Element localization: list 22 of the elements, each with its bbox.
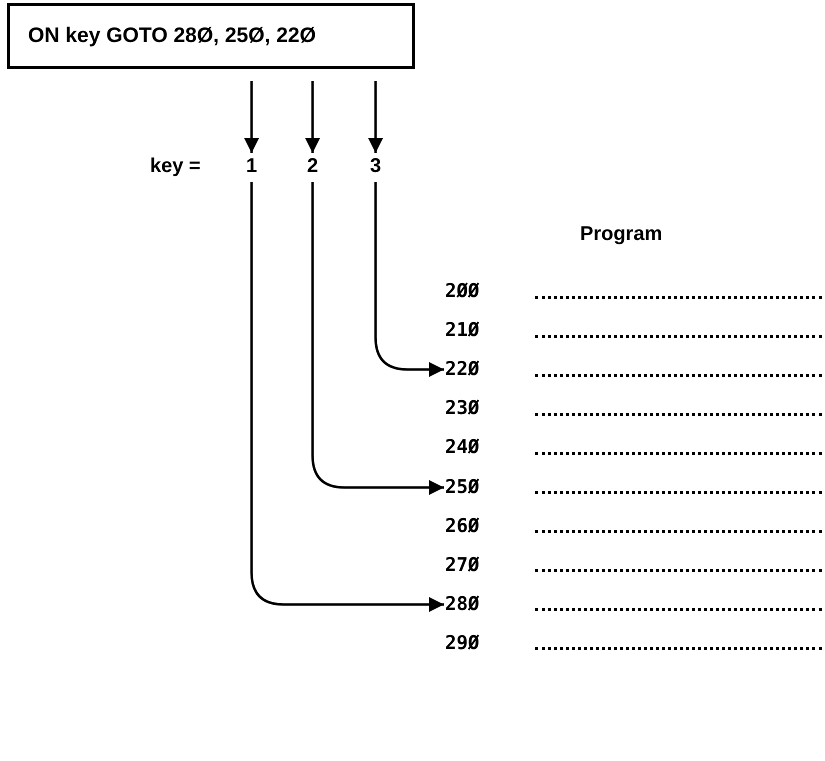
line-number: 28Ø (445, 595, 480, 614)
line-number: 27Ø (445, 556, 480, 575)
heading: Program (580, 224, 662, 244)
statement-box: ON key GOTO 28Ø, 25Ø, 22Ø (7, 3, 415, 69)
arrow (374, 182, 444, 377)
variable-label: key = (150, 156, 201, 176)
arrow (311, 182, 444, 495)
line-number: 25Ø (445, 478, 480, 497)
arrow (244, 81, 260, 153)
line-number: 22Ø (445, 360, 480, 379)
line-number: 24Ø (445, 438, 480, 457)
arrow (368, 81, 384, 153)
key-value: 2 (307, 156, 318, 176)
line-number: 29Ø (445, 634, 480, 653)
line-number: 23Ø (445, 399, 480, 418)
key-value: 3 (370, 156, 382, 176)
arrow (250, 182, 444, 612)
line-number: 21Ø (445, 321, 480, 340)
line-number: 26Ø (445, 517, 480, 536)
line-number: 2ØØ (445, 282, 480, 301)
key-value: 1 (246, 156, 258, 176)
arrow (305, 81, 320, 153)
